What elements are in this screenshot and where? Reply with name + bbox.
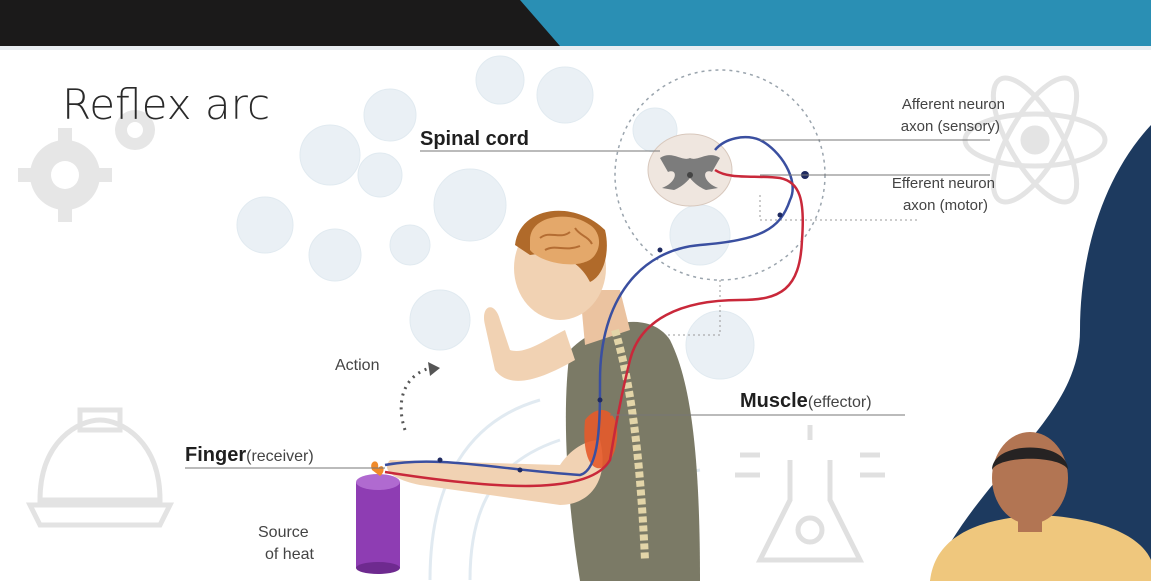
label-muscle-name: Muscle: [740, 390, 808, 412]
label-afferent-line2: axon (sensory): [830, 118, 1000, 135]
flask-icon: [735, 425, 885, 560]
label-spinal-cord: Spinal cord: [420, 128, 529, 151]
page-title: Reflex arc: [62, 80, 270, 129]
label-afferent-line1: Afferent neuron: [830, 96, 1005, 113]
heat-source: [356, 461, 400, 574]
label-heat-line2: of heat: [265, 546, 314, 564]
label-finger: Finger(receiver): [185, 444, 314, 467]
label-finger-role: (receiver): [246, 448, 314, 465]
label-muscle: Muscle(effector): [740, 390, 872, 413]
label-heat-line1: Source: [258, 524, 309, 542]
label-efferent-line1: Efferent neuron: [820, 175, 995, 192]
label-finger-name: Finger: [185, 444, 246, 466]
top-bar-accent: [520, 0, 1151, 46]
label-efferent-line2: axon (motor): [820, 197, 988, 214]
label-action: Action: [335, 357, 379, 375]
helmet-icon: [30, 410, 170, 525]
action-arrow: [401, 368, 430, 430]
label-muscle-role: (effector): [808, 394, 872, 411]
